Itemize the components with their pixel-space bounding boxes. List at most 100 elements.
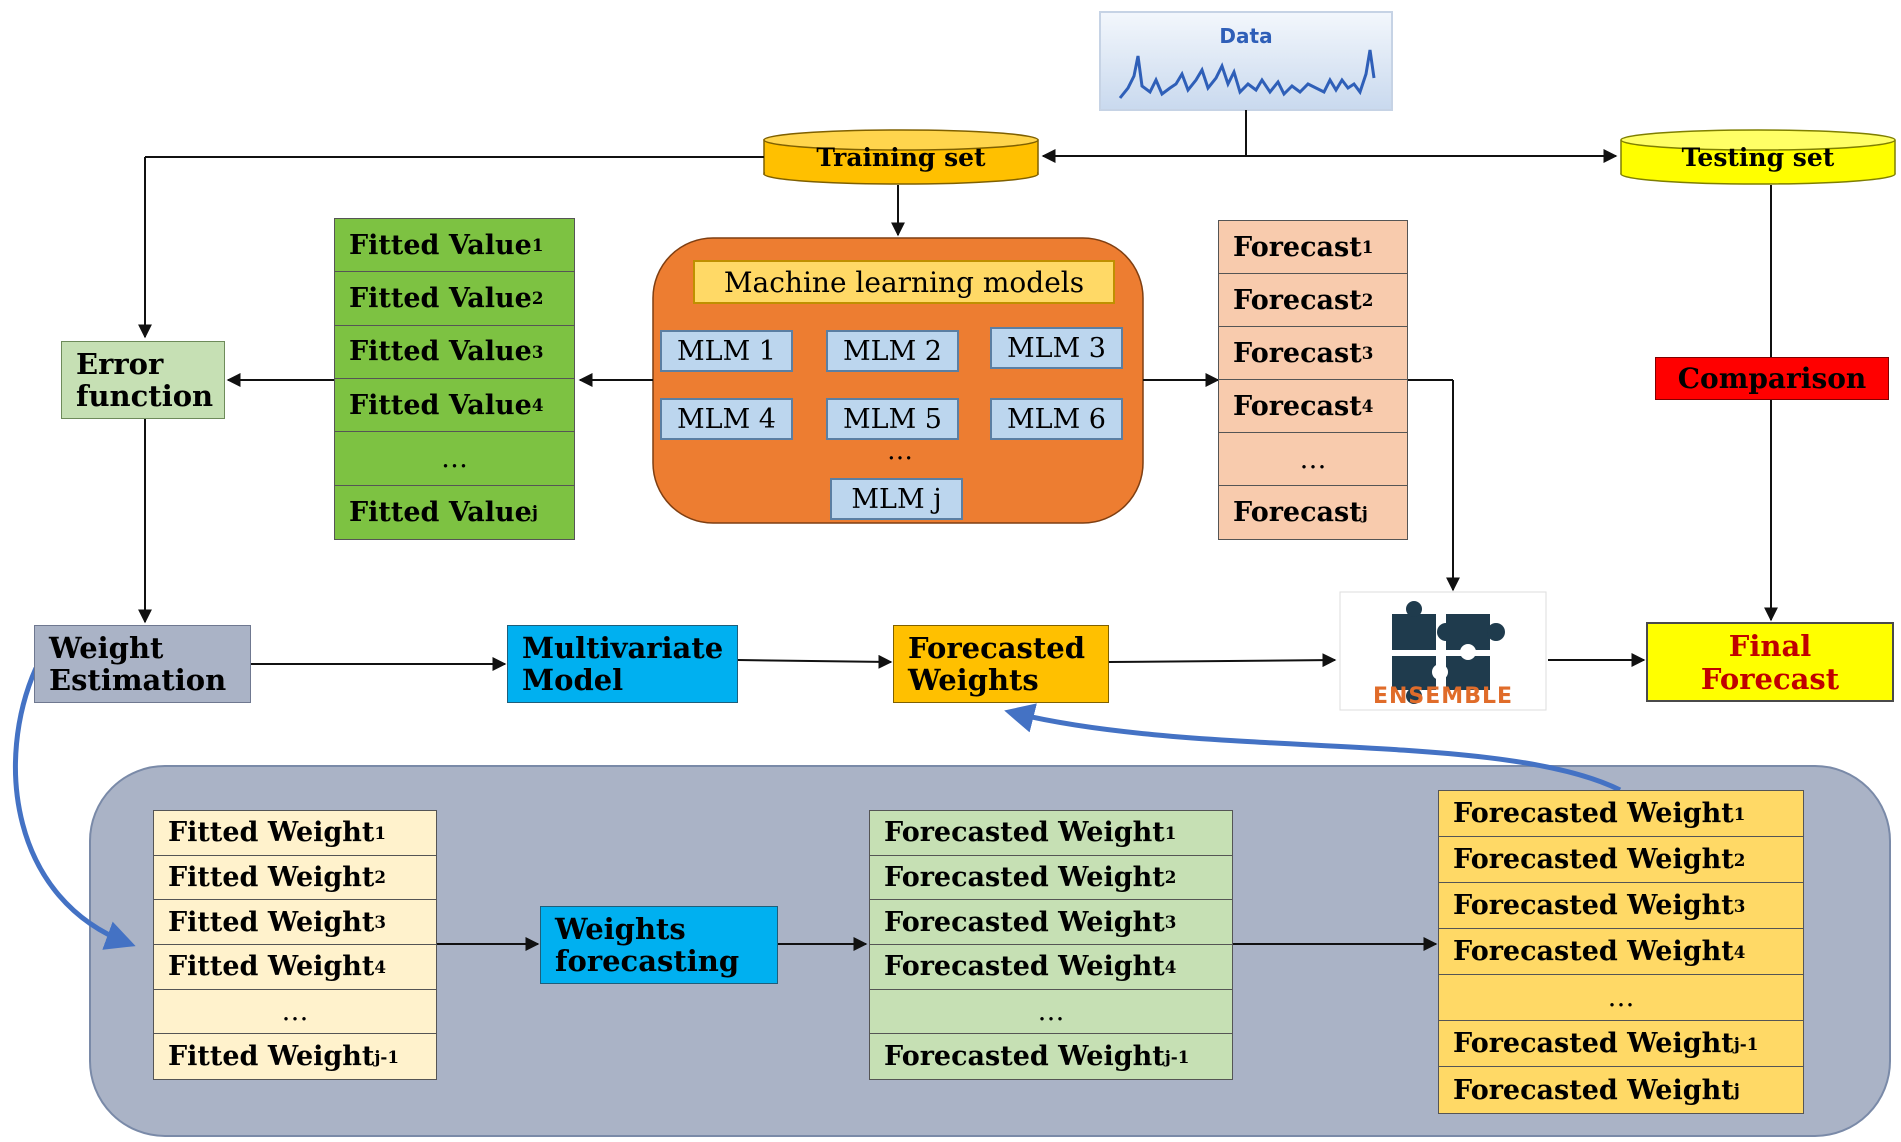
- list-item-label: Forecast: [1233, 497, 1362, 528]
- list-item-label: Fitted Value: [349, 282, 532, 314]
- forecasted-weights-line2: Weights: [908, 663, 1039, 697]
- mlm-1: MLM 1: [660, 330, 793, 372]
- list-item-label: Fitted Value: [349, 496, 532, 528]
- list-item-label: Fitted Weight: [168, 861, 375, 893]
- list-item: …: [1439, 975, 1803, 1021]
- list-item-label: Forecasted Weight: [1453, 798, 1734, 829]
- data-sparkline: [1118, 49, 1376, 99]
- list-item: …: [870, 990, 1232, 1035]
- testing-set-cylinder: [1620, 129, 1896, 185]
- error-function-box: Error function: [61, 341, 225, 419]
- list-item-label: Forecasted Weight: [884, 817, 1165, 849]
- list-item-label: …: [441, 442, 468, 474]
- list-item-label: Forecasted Weight: [1453, 890, 1734, 921]
- forecasted-weights-feedback-curve: [1004, 703, 1622, 793]
- list-item-label: …: [1037, 995, 1065, 1027]
- forecasted-weights-line1: Forecasted: [908, 631, 1085, 665]
- list-item-label: Forecasted Weight: [1453, 1028, 1734, 1059]
- multivariate-model-box: Multivariate Model: [507, 625, 738, 703]
- list-item-label: Forecast: [1233, 390, 1362, 422]
- list-item-label: Forecasted Weight: [884, 861, 1165, 893]
- final-forecast-box: Final Forecast: [1646, 622, 1894, 702]
- weights-forecasting-box: Weights forecasting: [540, 906, 778, 984]
- forecasted-weights-box: Forecasted Weights: [893, 625, 1109, 703]
- error-function-line2: function: [76, 379, 214, 413]
- mlm-j: MLM j: [830, 478, 963, 520]
- mlm-5: MLM 5: [826, 398, 959, 440]
- list-item-label: Forecast: [1233, 337, 1362, 369]
- final-forecast-line2: Forecast: [1700, 662, 1840, 696]
- ensemble-box: [1339, 591, 1547, 711]
- data-box: [1099, 11, 1393, 111]
- weight-estimation-line1: Weight: [49, 631, 164, 665]
- list-item-label: Forecasted Weight: [884, 951, 1165, 983]
- list-item: …: [154, 990, 436, 1035]
- list-item-label: …: [1607, 982, 1635, 1013]
- mlm-ellipsis: …: [887, 436, 913, 466]
- list-item-label: …: [281, 995, 309, 1027]
- ml-models-title: Machine learning models: [693, 260, 1115, 304]
- list-item: …: [335, 432, 574, 486]
- list-item-label: Forecasted Weight: [884, 1041, 1165, 1073]
- weight-estimation-to-fitted-weights-curve: [13, 666, 136, 950]
- mlm-2: MLM 2: [826, 330, 959, 372]
- multivariate-model-line2: Model: [522, 663, 624, 697]
- list-item-label: Fitted Weight: [168, 1041, 375, 1073]
- ensemble-label: ENSEMBLE: [1372, 684, 1514, 709]
- training-set-cylinder: [763, 129, 1039, 185]
- final-forecast-line1: Final: [1728, 629, 1812, 663]
- comparison-box: Comparison: [1655, 357, 1889, 400]
- list-item: …: [1219, 433, 1407, 486]
- error-function-line1: Error: [76, 347, 164, 381]
- weights-forecasting-line2: forecasting: [555, 944, 740, 978]
- multivariate-model-line1: Multivariate: [522, 631, 724, 665]
- training-set-label: Training set: [816, 143, 986, 172]
- list-item-label: Fitted Value: [349, 389, 532, 421]
- weight-estimation-line2: Estimation: [49, 663, 227, 697]
- list-item-label: Fitted Value: [349, 229, 532, 261]
- list-item-label: Forecasted Weight: [1453, 1074, 1734, 1106]
- weights-forecasting-line1: Weights: [555, 912, 686, 946]
- list-item-label: Fitted Value: [349, 336, 532, 368]
- puzzle-icon: [1392, 601, 1505, 704]
- mlm-6: MLM 6: [990, 398, 1123, 440]
- list-item-label: …: [1299, 443, 1327, 475]
- weight-estimation-box: Weight Estimation: [34, 625, 251, 703]
- list-item-label: Forecasted Weight: [884, 906, 1165, 938]
- mlm-4: MLM 4: [660, 398, 793, 440]
- testing-set-label: Testing set: [1681, 143, 1835, 172]
- list-item-label: Fitted Weight: [168, 906, 375, 938]
- list-item-label: Forecast: [1233, 231, 1362, 263]
- list-item-label: Forecasted Weight: [1453, 936, 1734, 967]
